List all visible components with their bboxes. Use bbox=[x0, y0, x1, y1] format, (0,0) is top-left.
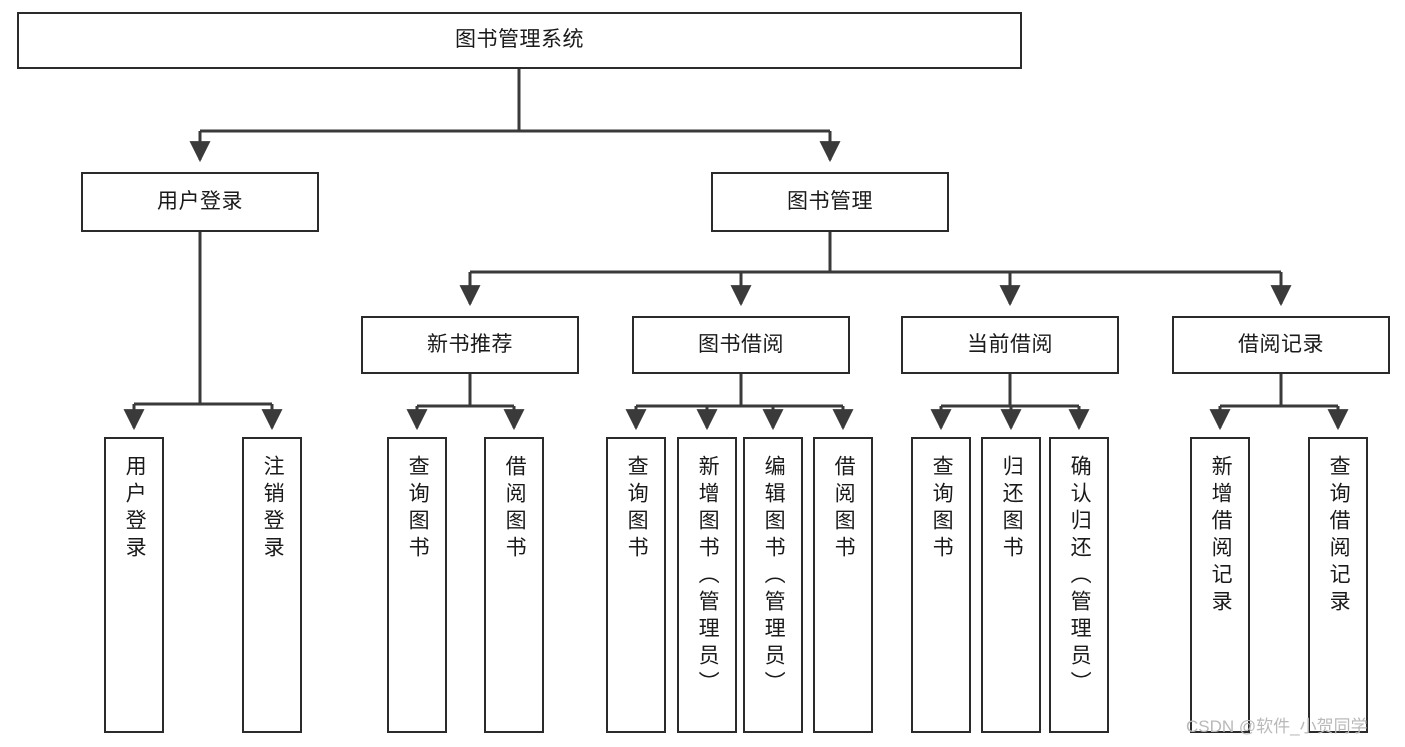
leaf-edit-book-admin-label: 编辑图书（管理员） bbox=[762, 455, 786, 698]
leaf-query-borrow-record[interactable]: 查询借阅记录 bbox=[1308, 437, 1368, 733]
leaf-logout-label: 注销登录 bbox=[261, 455, 285, 563]
node-new-book-recommend-label: 新书推荐 bbox=[427, 332, 513, 356]
leaf-borrow-book-recommend-label: 借阅图书 bbox=[503, 455, 527, 563]
leaf-add-borrow-record[interactable]: 新增借阅记录 bbox=[1190, 437, 1250, 733]
leaf-query-book-recommend-label: 查询图书 bbox=[406, 455, 430, 563]
node-borrow-record-label: 借阅记录 bbox=[1238, 332, 1324, 356]
leaf-add-borrow-record-label: 新增借阅记录 bbox=[1209, 455, 1233, 617]
node-book-borrow-label: 图书借阅 bbox=[698, 332, 784, 356]
node-book-borrow[interactable]: 图书借阅 bbox=[632, 316, 850, 374]
csdn-watermark: CSDN @软件_小贺同学 bbox=[1186, 717, 1368, 736]
node-book-management-label: 图书管理 bbox=[787, 189, 873, 213]
node-book-management[interactable]: 图书管理 bbox=[711, 172, 949, 232]
leaf-query-book-recommend[interactable]: 查询图书 bbox=[387, 437, 447, 733]
leaf-add-book-admin[interactable]: 新增图书（管理员） bbox=[677, 437, 737, 733]
leaf-query-book-borrow-label: 查询图书 bbox=[625, 455, 649, 563]
leaf-query-book-current-label: 查询图书 bbox=[930, 455, 954, 563]
node-user-login-label: 用户登录 bbox=[157, 189, 243, 213]
node-borrow-record[interactable]: 借阅记录 bbox=[1172, 316, 1390, 374]
leaf-query-borrow-record-label: 查询借阅记录 bbox=[1327, 455, 1351, 617]
leaf-borrow-book-recommend[interactable]: 借阅图书 bbox=[484, 437, 544, 733]
leaf-edit-book-admin[interactable]: 编辑图书（管理员） bbox=[743, 437, 803, 733]
leaf-add-book-admin-label: 新增图书（管理员） bbox=[696, 455, 720, 698]
leaf-confirm-return-admin[interactable]: 确认归还（管理员） bbox=[1049, 437, 1109, 733]
leaf-user-login-label: 用户登录 bbox=[123, 455, 147, 563]
leaf-user-login[interactable]: 用户登录 bbox=[104, 437, 164, 733]
leaf-return-book[interactable]: 归还图书 bbox=[981, 437, 1041, 733]
node-current-borrow[interactable]: 当前借阅 bbox=[901, 316, 1119, 374]
leaf-logout[interactable]: 注销登录 bbox=[242, 437, 302, 733]
leaf-borrow-book-label: 借阅图书 bbox=[832, 455, 856, 563]
node-current-borrow-label: 当前借阅 bbox=[967, 332, 1053, 356]
leaf-confirm-return-admin-label: 确认归还（管理员） bbox=[1068, 455, 1092, 698]
node-root-label: 图书管理系统 bbox=[455, 28, 584, 52]
leaf-query-book-current[interactable]: 查询图书 bbox=[911, 437, 971, 733]
leaf-query-book-borrow[interactable]: 查询图书 bbox=[606, 437, 666, 733]
node-root[interactable]: 图书管理系统 bbox=[17, 12, 1022, 69]
leaf-return-book-label: 归还图书 bbox=[1000, 455, 1024, 563]
node-new-book-recommend[interactable]: 新书推荐 bbox=[361, 316, 579, 374]
node-user-login[interactable]: 用户登录 bbox=[81, 172, 319, 232]
leaf-borrow-book[interactable]: 借阅图书 bbox=[813, 437, 873, 733]
